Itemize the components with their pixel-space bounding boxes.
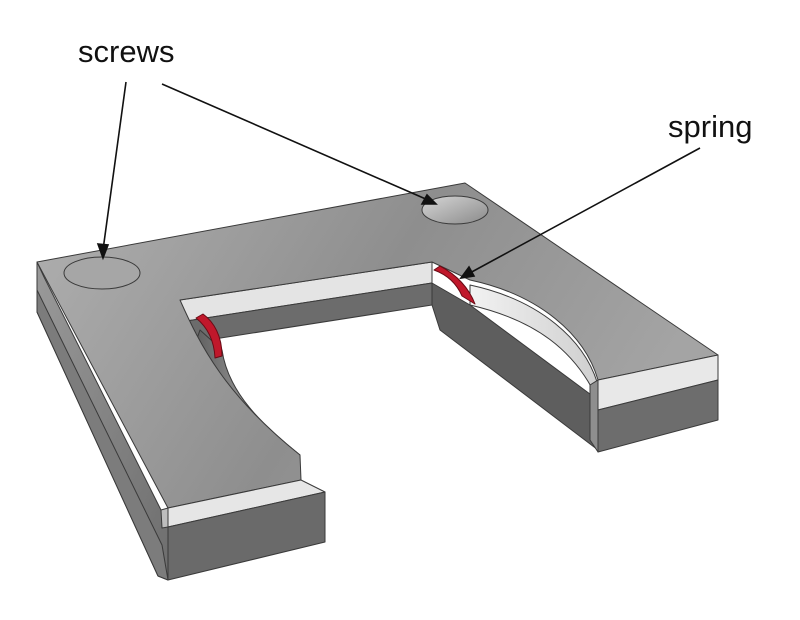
spring-label: spring [668,109,752,144]
left-arm-front-lower [167,491,326,581]
callout-arrows [96,81,701,280]
left-arm-front-top [160,507,169,529]
spring-left [195,313,223,359]
plate-top-face [36,182,719,509]
screw-hole-left [63,256,141,290]
screw-left-arrowhead [96,243,110,261]
left-outer-lower-side [36,289,169,581]
screw-right-arrowhead [420,193,438,205]
screws-label: screws [78,34,174,69]
flexure-plate [36,182,719,581]
spring-right [433,265,476,305]
screw-left-leader [102,81,127,251]
screw-right-leader [161,83,429,201]
right-arm-end-side [589,379,599,453]
screw-hole-right [421,195,489,225]
spring-leader [467,147,701,275]
spring-arrowhead [459,265,476,280]
